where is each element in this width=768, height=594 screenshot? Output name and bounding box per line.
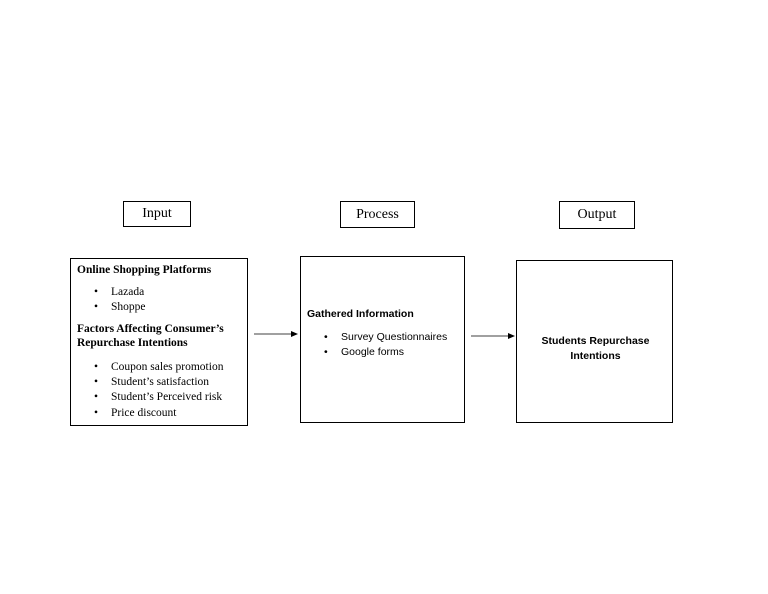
process-label-text: Process [356,206,399,222]
input-label-text: Input [142,206,172,221]
process-box: Gathered Information Survey Questionnair… [300,256,465,423]
platforms-heading: Online Shopping Platforms [77,264,212,276]
output-stage-label: Output [559,201,635,229]
list-item: Survey Questionnaires [324,330,447,345]
output-text: Students Repurchase Intentions [541,335,650,362]
arrow-process-to-output [471,333,515,339]
platforms-list: Lazada Shoppe [94,285,146,316]
process-stage-label: Process [340,201,415,228]
list-item: Coupon sales promotion [94,360,224,375]
process-heading: Gathered Information [307,308,414,320]
arrow-input-to-process [254,331,298,337]
list-item: Lazada [94,285,146,300]
list-item: Student’s Perceived risk [94,390,223,405]
list-item: Price discount [94,406,223,421]
list-item: Google forms [324,345,447,360]
factors-heading: Factors Affecting Consumer’s Repurchase … [77,323,224,349]
output-box: Students Repurchase Intentions [516,260,673,423]
input-box: Online Shopping Platforms Lazada Shoppe … [70,258,248,426]
input-stage-label: Input [123,201,191,227]
process-list: Survey Questionnaires Google forms [324,330,447,361]
list-item: Student’s satisfaction [94,375,223,390]
factors-list: Coupon sales promotion Student’s satisfa… [94,360,224,421]
list-item: Shoppe [94,300,145,315]
output-label-text: Output [577,207,617,222]
